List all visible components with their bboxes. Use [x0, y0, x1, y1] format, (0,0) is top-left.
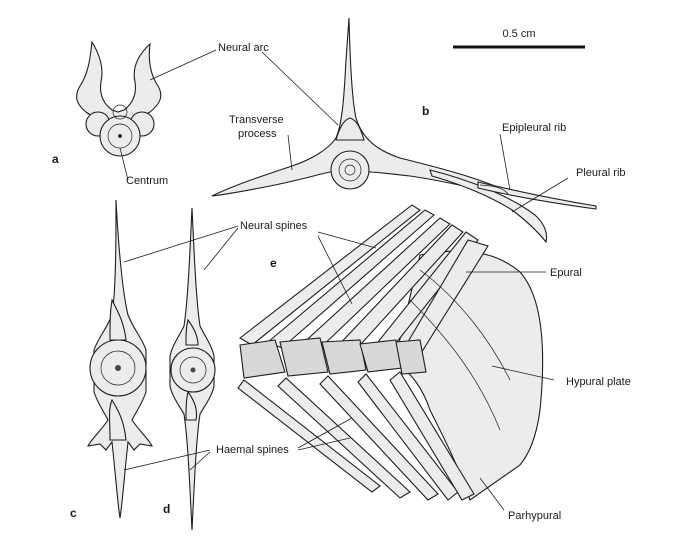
panel-label-c: c [70, 506, 77, 520]
panel-label-a: a [52, 152, 59, 166]
panel-label-d: d [163, 502, 170, 516]
label-parhypural: Parhypural [508, 510, 561, 522]
label-centrum: Centrum [126, 175, 168, 187]
vertebra-c [87, 199, 153, 519]
caudal-skeleton-e [237, 204, 544, 501]
leader-lines [119, 49, 569, 511]
panel-label-e: e [270, 256, 277, 270]
scale-bar-label: 0.5 cm [502, 28, 535, 40]
panel-label-b: b [422, 104, 429, 118]
label-hypural-plate: Hypural plate [566, 376, 631, 388]
label-haemal-spines: Haemal spines [216, 444, 289, 456]
label-epural: Epural [550, 267, 582, 279]
scale-bar: 0.5 cm [453, 28, 585, 49]
label-transverse-process-line1: Transverse [229, 114, 284, 126]
vertebra-b [211, 17, 597, 244]
label-transverse-process-line2: process [238, 128, 277, 140]
label-pleural-rib: Pleural rib [576, 167, 626, 179]
label-neural-spines: Neural spines [240, 220, 308, 232]
label-neural-arc: Neural arc [218, 42, 269, 54]
label-epipleural-rib: Epipleural rib [502, 122, 566, 134]
vertebra-a [76, 40, 162, 157]
vertebra-d [169, 207, 216, 531]
